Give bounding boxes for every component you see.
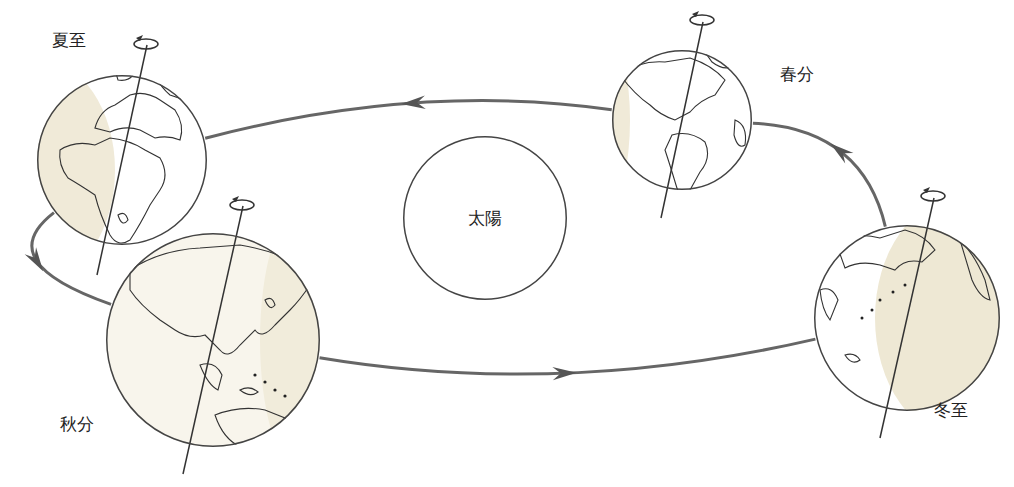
continent [60, 138, 165, 243]
season-label: 冬至 [932, 400, 970, 420]
sun-circle: 太陽 [403, 136, 567, 300]
continent [665, 134, 708, 194]
earth-autumn: 秋分 [106, 233, 320, 447]
season-label: 夏至 [50, 30, 88, 50]
sun-label: 太陽 [466, 208, 504, 228]
orbit-arrow [205, 96, 612, 139]
rotation-mark [134, 39, 158, 49]
circle-outline [106, 233, 320, 447]
orbit-line [320, 339, 816, 374]
island [118, 213, 128, 223]
orbit-arrow [320, 339, 816, 380]
earth-axis [183, 206, 243, 474]
rotation-mark [230, 200, 254, 210]
season-label: 秋分 [58, 414, 96, 434]
earth-winter: 冬至 [814, 225, 1000, 411]
shade [0, 60, 115, 280]
island-dot [879, 299, 882, 302]
circle-border [38, 76, 207, 245]
orbit-arrow [753, 123, 885, 226]
island [845, 354, 860, 362]
rotation-mark [690, 15, 714, 25]
island-dot [892, 291, 895, 294]
continent [95, 93, 182, 140]
island-dot [283, 394, 286, 397]
island-dot [263, 380, 266, 383]
shade [100, 230, 320, 450]
circle-outline [814, 225, 1000, 411]
island-dot [273, 388, 276, 391]
island-dot [871, 309, 874, 312]
continent [115, 66, 135, 80]
orbit-line [205, 101, 612, 139]
circle-outline [612, 50, 752, 190]
rotation-arrow [692, 11, 699, 17]
circle-border [815, 226, 1000, 411]
circle-border [107, 234, 320, 447]
arrow-head [552, 367, 576, 380]
island-dot [861, 317, 864, 320]
continent [215, 408, 294, 450]
circle-outline [37, 75, 207, 245]
season-label: 春分 [778, 64, 816, 84]
earth-spring: 春分 [612, 50, 752, 190]
arrow-head [830, 143, 853, 163]
continent [150, 59, 192, 100]
rotation-arrow [923, 187, 930, 193]
continent [820, 289, 838, 320]
circle-border [404, 137, 567, 300]
orbit-line [32, 213, 111, 305]
arrow-head [401, 96, 426, 109]
orbit-arrow [25, 213, 111, 305]
continent [835, 230, 935, 270]
circle-border [613, 51, 752, 190]
island-dot [904, 284, 907, 287]
rotation-arrow [136, 35, 143, 41]
earth-axis [880, 198, 934, 438]
rotation-arrow [232, 196, 239, 202]
shade [590, 40, 630, 200]
island [240, 388, 258, 395]
orbit-line [753, 123, 885, 226]
earth-summer: 夏至 [37, 75, 207, 245]
continent [620, 58, 725, 120]
earth-axis [97, 45, 147, 275]
island [265, 298, 275, 307]
continent [734, 120, 746, 146]
continent [130, 245, 310, 354]
arrow-head [25, 247, 43, 271]
island-dot [253, 373, 256, 376]
rotation-mark [921, 191, 945, 201]
